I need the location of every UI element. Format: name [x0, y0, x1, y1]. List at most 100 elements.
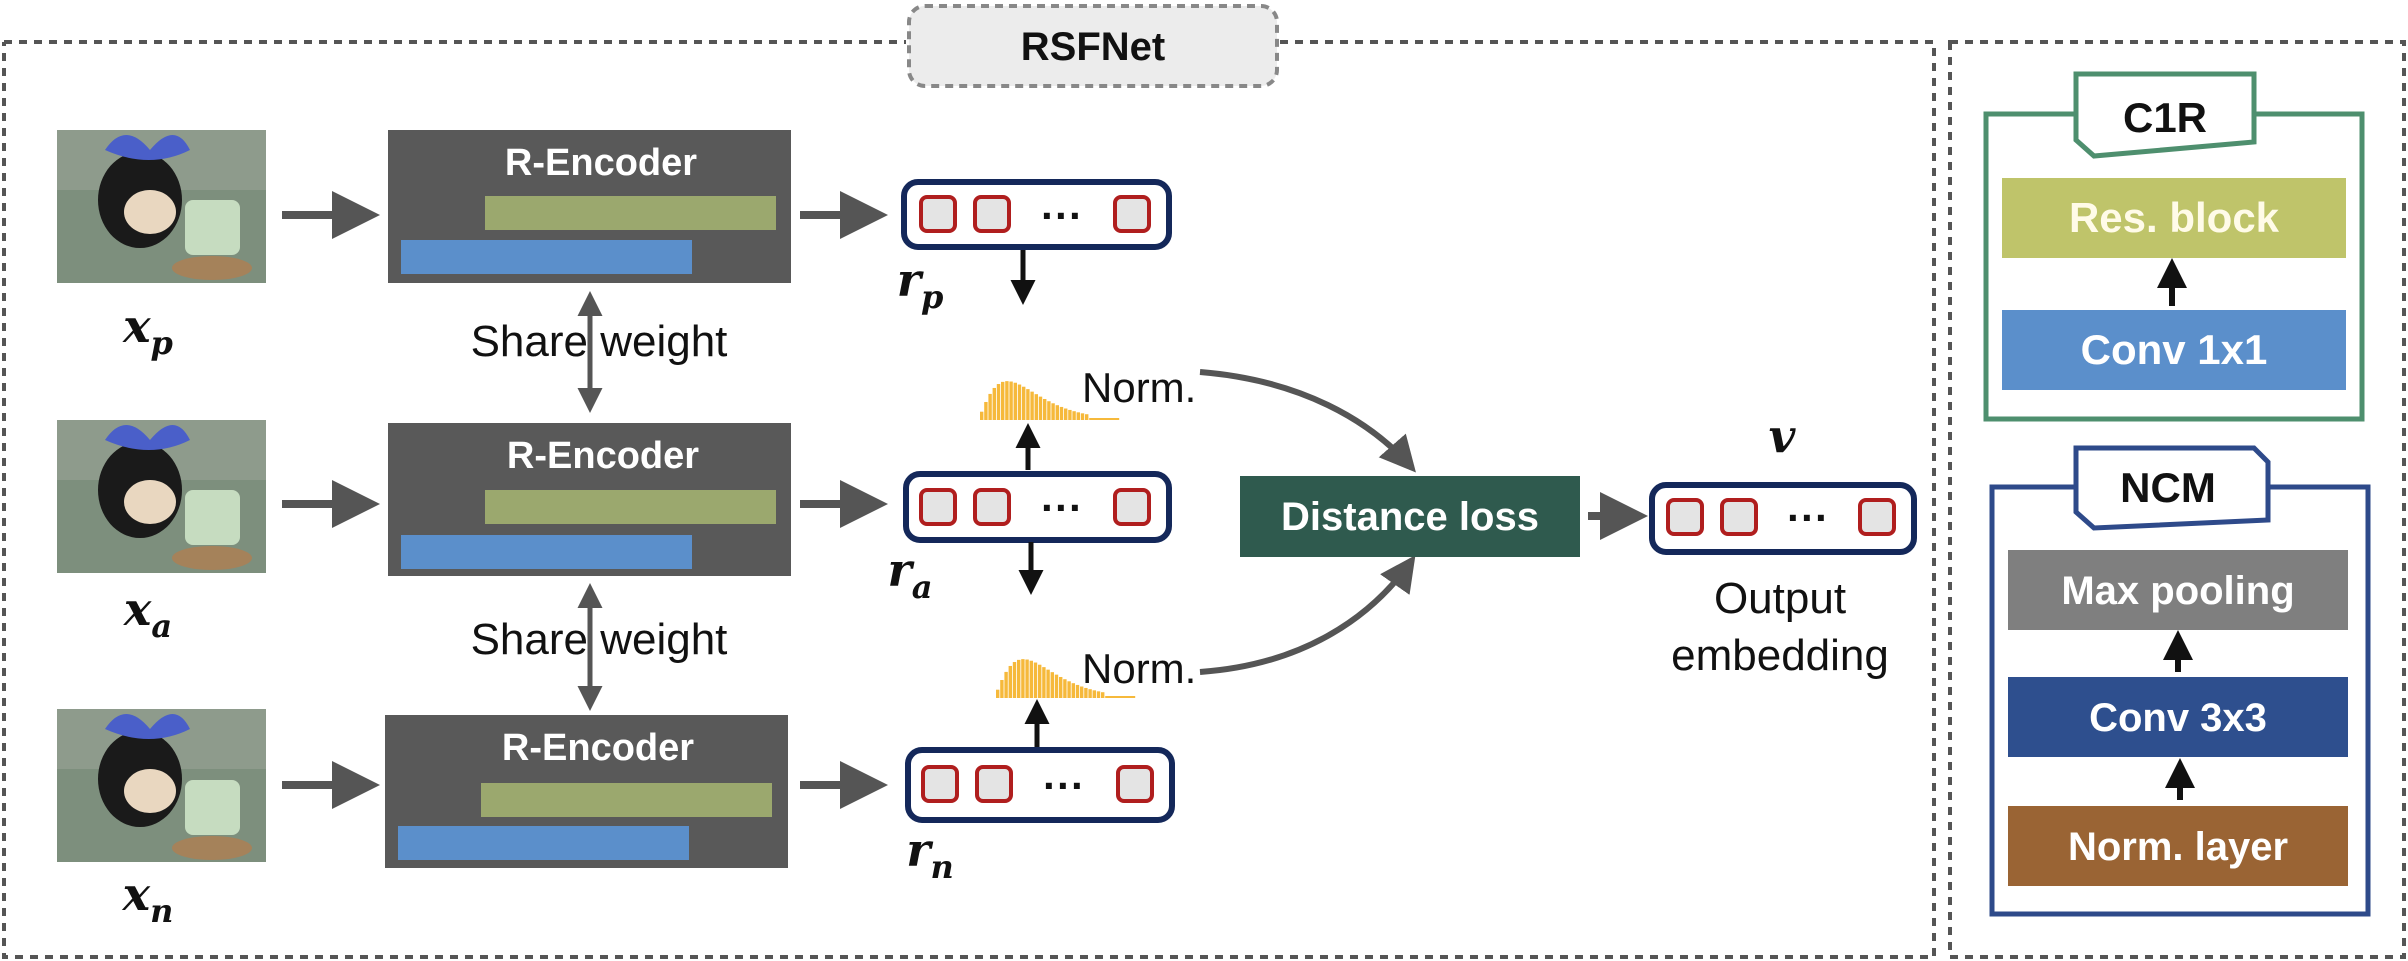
r-encoder-label: R-Encoder [502, 727, 694, 769]
rep-sub-p: p [921, 278, 943, 316]
histogram-bar [1029, 660, 1033, 698]
histogram-bar [996, 689, 1000, 698]
histogram-bar [1042, 667, 1046, 698]
rep-var-a: r [888, 543, 916, 597]
input-image-p [57, 130, 266, 283]
histogram-bar [1067, 681, 1071, 698]
output-embedding: ··· [1649, 482, 1917, 555]
output-var-label: v [1769, 409, 1797, 463]
share-weight-label-1: Share weight [471, 317, 728, 366]
r-encoder-p: R-Encoder [388, 130, 791, 283]
histogram-bar [1025, 659, 1029, 698]
histogram-bar [1080, 686, 1084, 698]
histogram-bar [1068, 409, 1072, 420]
histogram-bar [1004, 671, 1008, 698]
output-label-line2: embedding [1671, 631, 1889, 680]
histogram-bar [1012, 662, 1017, 698]
histogram-bar [1096, 691, 1101, 698]
input-sub-a: a [151, 607, 172, 645]
histogram-bar [996, 384, 1001, 420]
histogram-bar [1085, 414, 1089, 420]
histogram-bar [1033, 662, 1038, 698]
ncm-title: NCM [2120, 464, 2216, 511]
c1r-title-tab [2073, 71, 2257, 159]
ncm-title-tab [2073, 445, 2271, 531]
histogram-bar [1051, 403, 1055, 420]
input-label-p: xp [122, 299, 173, 362]
rep-var-p: r [897, 253, 925, 307]
histogram-bar [1059, 676, 1063, 698]
distance-loss-label: Distance loss [1281, 495, 1539, 539]
ncm-conv3x3 [2008, 677, 2348, 757]
histogram-bar [1043, 398, 1047, 420]
histogram-upper [980, 381, 1120, 420]
histogram-bar [1022, 386, 1026, 420]
rep-label-p: rp [897, 253, 944, 316]
input-label-a: xa [123, 582, 172, 645]
share-weight-label-2: Share weight [471, 615, 728, 664]
embedding-rp: ··· [901, 179, 1172, 250]
input-image-a [57, 420, 266, 573]
ncm-conv3x3-label: Conv 3x3 [2089, 696, 2267, 740]
input-sub-n: n [150, 892, 173, 930]
histogram-bar [1000, 679, 1004, 698]
histogram-bar [1046, 669, 1050, 698]
embedding-ra: ··· [903, 471, 1172, 543]
input-var-p: x [122, 299, 151, 353]
histogram-bar [1063, 679, 1067, 698]
histogram-bar [1047, 401, 1051, 420]
rep-label-a: ra [888, 543, 933, 606]
histogram-bar [1050, 672, 1054, 698]
histogram-bar [1038, 664, 1042, 698]
embedding-dots: ··· [1041, 192, 1083, 239]
histogram-bar [1054, 674, 1059, 698]
histogram-bar [1026, 389, 1030, 420]
histogram-bar [1013, 382, 1017, 420]
histogram-bar [1080, 413, 1085, 420]
ncm-norm-layer-label: Norm. layer [2068, 825, 2288, 869]
embedding-dots: ··· [1041, 484, 1083, 531]
histogram-bar [1030, 391, 1034, 420]
rep-sub-a: a [912, 568, 933, 606]
rep-var-n: r [906, 823, 934, 877]
histogram-bar [1072, 411, 1076, 420]
legend-frame [1948, 40, 2406, 959]
histogram-bar [1101, 692, 1105, 698]
histogram-bar [1021, 659, 1025, 698]
histogram-bar [1034, 394, 1038, 420]
histogram-bar [1084, 687, 1088, 698]
histogram-bar [988, 393, 992, 420]
svg-text:ra: ra [888, 543, 933, 606]
histogram-bar [1064, 408, 1068, 420]
diagram-title: RSFNet [1021, 25, 1165, 69]
distance-loss-box [1240, 476, 1580, 557]
c1r-res-block-label: Res. block [2069, 194, 2280, 241]
ncm-max-pooling [2008, 550, 2348, 630]
norm-label-upper: Norm. [1082, 364, 1196, 411]
output-label-line1: Output [1714, 574, 1846, 623]
r-encoder-label: R-Encoder [505, 142, 697, 184]
histogram-bar [1017, 384, 1022, 420]
norm-label-lower: Norm. [1082, 645, 1196, 692]
histogram-bar [1075, 684, 1080, 698]
ncm-norm-layer [2008, 806, 2348, 886]
input-image-n [57, 709, 266, 862]
histogram-bar [992, 387, 996, 420]
histogram-bar [1088, 689, 1092, 698]
histogram-bar [1038, 396, 1043, 420]
svg-text:rn: rn [906, 823, 954, 886]
histogram-lower [996, 659, 1136, 698]
histogram-bar [980, 411, 984, 420]
c1r-title: C1R [2123, 94, 2207, 141]
embedding-dots: ··· [1043, 762, 1085, 809]
rep-label-n: rn [906, 823, 954, 886]
histogram-bar [1005, 381, 1009, 420]
svg-text:xa: xa [123, 582, 172, 645]
histogram-bar [1017, 659, 1021, 698]
ncm-max-pooling-label: Max pooling [2061, 569, 2294, 613]
svg-text:rp: rp [897, 253, 944, 316]
input-label-n: xn [122, 867, 174, 930]
embedding-rn: ··· [905, 747, 1175, 823]
histogram-bar [1059, 406, 1064, 420]
